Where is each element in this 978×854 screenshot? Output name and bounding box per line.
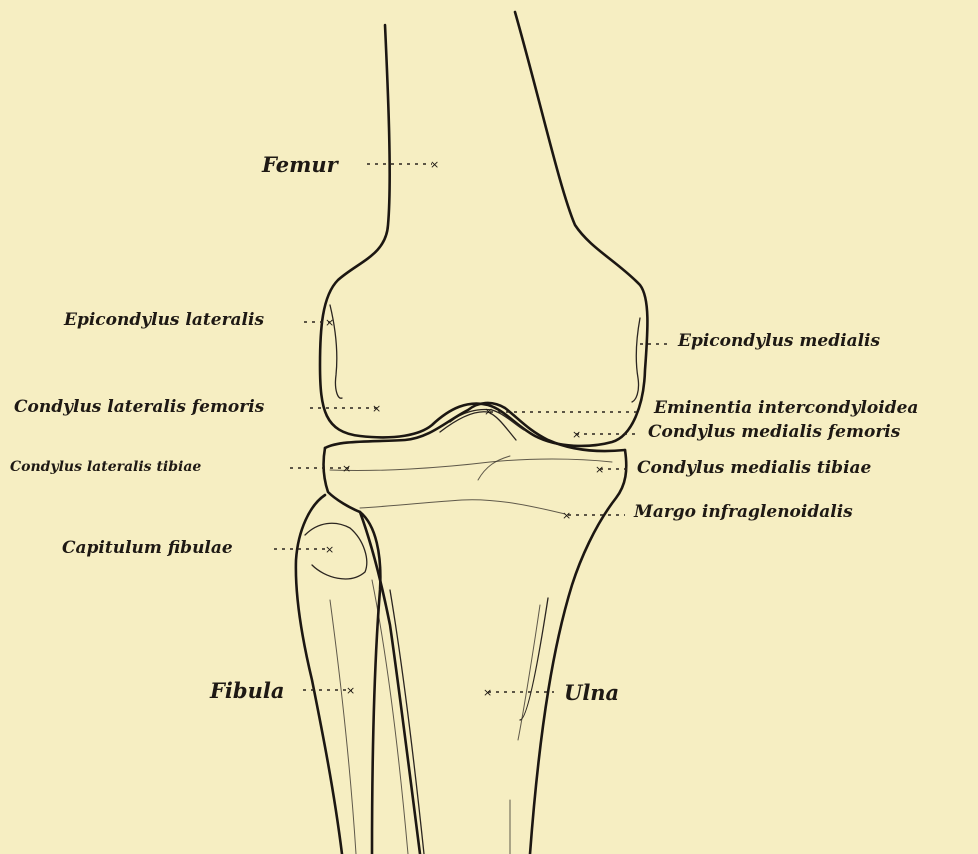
label-capitulum-fibulae: Capitulum fibulae [62,540,233,557]
label-femur: Femur [262,154,338,175]
label-ulna: Ulna [564,682,619,703]
tibia-tuberosity-line [478,456,510,480]
mark-eminentia: × [484,405,493,418]
condylus-medialis-tibiae-line [330,459,612,471]
femur-lateral-outline [320,12,647,446]
femur-medial-epicondyle-detail [632,318,640,402]
mark-condylus-lateralis-femoris: × [372,402,381,415]
mark-fibula: × [346,684,355,697]
mark-margo-infraglenoidalis: × [562,509,571,522]
margo-infraglenoidalis-line [360,500,565,514]
tibia-medial-shaft-line-2 [510,605,540,854]
label-eminentia-intercondyloidea: Eminentia intercondyloidea [654,400,918,417]
mark-epicondylus-lateralis: × [325,316,334,329]
mark-capitulum-fibulae: × [325,543,334,556]
tibia-medial-shaft-line [520,598,548,720]
fibula-shaft-line [330,600,356,854]
mark-femur: × [430,158,439,171]
mark-condylus-medialis-femoris: × [572,428,581,441]
mark-ulna: × [483,686,492,699]
mark-condylus-lateralis-tibiae: × [342,462,351,475]
tibia-outline [324,448,627,854]
label-condylus-medialis-femoris: Condylus medialis femoris [648,424,900,441]
label-epicondylus-medialis: Epicondylus medialis [678,333,880,350]
label-condylus-medialis-tibiae: Condylus medialis tibiae [637,460,871,477]
label-margo-infraglenoidalis: Margo infraglenoidalis [634,504,853,521]
tibia-shaft-line [390,590,424,854]
label-epicondylus-lateralis: Epicondylus lateralis [64,312,264,329]
label-condylus-lateralis-tibiae: Condylus lateralis tibiae [10,460,201,474]
mark-condylus-medialis-tibiae: × [595,463,604,476]
label-condylus-lateralis-femoris: Condylus lateralis femoris [14,399,264,416]
label-fibula: Fibula [210,680,284,701]
fibula-head-detail [305,523,367,579]
